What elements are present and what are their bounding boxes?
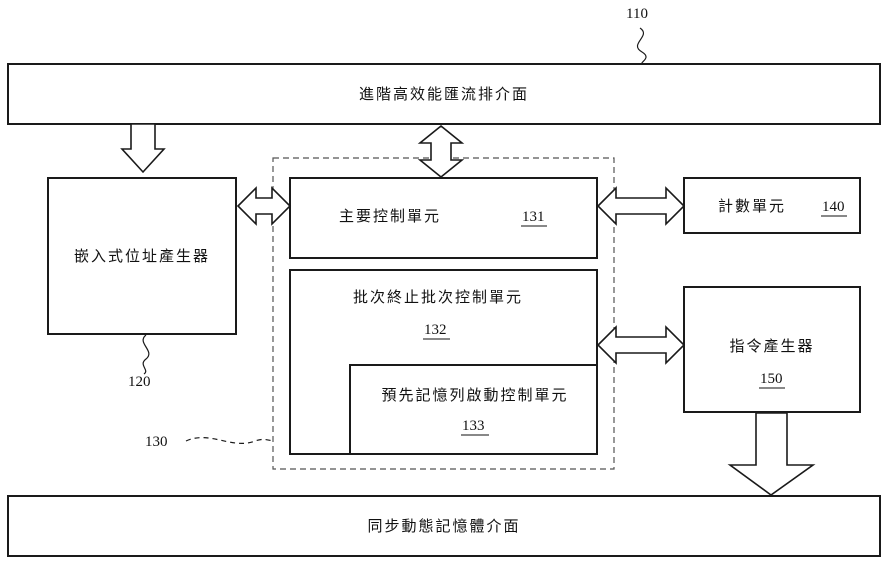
sdram-interface-box	[7, 495, 881, 557]
main-ctrl-label: 主要控制單元	[339, 207, 441, 225]
addr-gen-box	[47, 177, 237, 335]
ref-132: 132	[424, 322, 447, 338]
addr-gen-label: 嵌入式位址產生器	[74, 247, 210, 265]
ref-110: 110	[626, 6, 648, 22]
sdram-interface-label: 同步動態記憶體介面	[367, 517, 520, 535]
prefetch-ctrl-box	[349, 364, 598, 455]
leader-120	[142, 334, 150, 375]
arrow-main-ctrl-counter	[596, 186, 686, 226]
arrow-addr-gen-main-ctrl	[236, 186, 292, 226]
leader-110	[636, 27, 647, 65]
leader-130	[185, 437, 274, 444]
counter-box	[683, 177, 861, 234]
ref-120: 120	[128, 374, 151, 390]
arrow-ahb-main-ctrl	[417, 124, 465, 179]
ahb-interface-label: 進階高效能匯流排介面	[359, 85, 529, 103]
ref-130: 130	[145, 434, 168, 450]
counter-label: 計數單元	[718, 197, 786, 215]
ref-131: 131	[522, 209, 545, 225]
cmd-gen-box	[683, 286, 861, 413]
cmd-gen-label: 指令產生器	[729, 337, 814, 355]
arrow-cmd-gen-to-sdram	[727, 412, 816, 496]
main-ctrl-box	[289, 177, 598, 259]
ref-150: 150	[760, 371, 783, 387]
prefetch-ctrl-label: 預先記憶列啟動控制單元	[381, 386, 568, 404]
arrow-ahb-to-addr-gen	[120, 123, 166, 174]
ref-140: 140	[822, 199, 845, 215]
batch-ctrl-label: 批次終止批次控制單元	[353, 288, 523, 306]
ref-133: 133	[462, 418, 485, 434]
ahb-interface-box	[7, 63, 881, 125]
arrow-batch-ctrl-cmd-gen	[596, 325, 686, 365]
